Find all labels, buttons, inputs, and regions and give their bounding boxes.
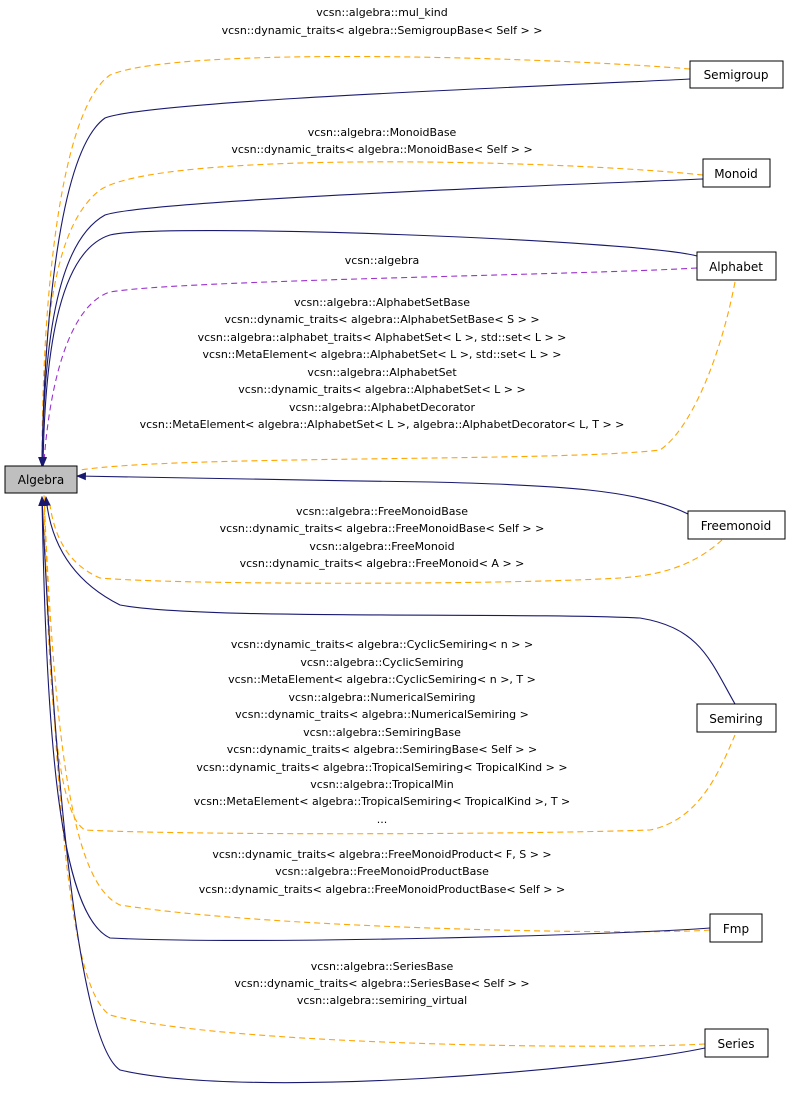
edge-alphabet-inherit [39, 229, 698, 467]
label-line: vcsn::dynamic_traits< algebra::AlphabetS… [224, 313, 539, 326]
label-line: vcsn::algebra::SemiringBase [303, 726, 461, 739]
label-semigroup: vcsn::algebra::mul_kind vcsn::dynamic_tr… [222, 6, 543, 37]
label-alphabet-namespace: vcsn::algebra [345, 254, 419, 267]
label-line: vcsn::dynamic_traits< algebra::SeriesBas… [234, 977, 529, 990]
label-freemonoid: vcsn::algebra::FreeMonoidBase vcsn::dyna… [220, 505, 545, 570]
node-fmp[interactable]: Fmp [709, 913, 763, 943]
label-semiring: vcsn::dynamic_traits< algebra::CyclicSem… [194, 638, 571, 826]
node-alphabet[interactable]: Alphabet [696, 251, 777, 281]
label-line: vcsn::MetaElement< algebra::CyclicSemiri… [228, 673, 536, 686]
edge-semigroup-template [41, 55, 691, 463]
label-line: vcsn::MetaElement< algebra::AlphabetSet<… [140, 418, 625, 431]
edge-monoid-template [41, 161, 704, 463]
node-algebra[interactable]: Algebra [4, 465, 78, 494]
node-monoid[interactable]: Monoid [702, 158, 771, 188]
label-line: vcsn::dynamic_traits< algebra::FreeMonoi… [199, 883, 565, 896]
edge-alphabet-namespace [43, 267, 698, 463]
edge-monoid-inherit [38, 178, 704, 467]
node-fmp-label: Fmp [723, 922, 749, 936]
node-series[interactable]: Series [704, 1028, 769, 1058]
node-freemonoid[interactable]: Freemonoid [687, 510, 786, 540]
label-line: vcsn::MetaElement< algebra::TropicalSemi… [194, 795, 571, 808]
node-freemonoid-label: Freemonoid [701, 519, 771, 533]
edge-series-inherit [38, 496, 706, 1084]
edge-freemonoid-inherit [76, 472, 689, 515]
label-line: vcsn::algebra [345, 254, 419, 267]
label-line: vcsn::dynamic_traits< algebra::TropicalS… [196, 761, 567, 774]
node-series-label: Series [718, 1037, 755, 1051]
label-line: vcsn::algebra::semiring_virtual [297, 994, 467, 1007]
node-algebra-label: Algebra [18, 473, 64, 487]
label-line: vcsn::algebra::MonoidBase [308, 126, 457, 139]
node-semigroup-label: Semigroup [704, 68, 769, 82]
label-line: vcsn::dynamic_traits< algebra::Semigroup… [222, 24, 543, 37]
label-line: vcsn::algebra::FreeMonoid [309, 540, 454, 553]
node-alphabet-label: Alphabet [709, 260, 763, 274]
node-semiring-label: Semiring [709, 712, 763, 726]
node-semigroup[interactable]: Semigroup [689, 60, 784, 89]
label-monoid: vcsn::algebra::MonoidBase vcsn::dynamic_… [231, 126, 532, 156]
edge-semigroup-inherit [38, 78, 691, 467]
label-line: vcsn::MetaElement< algebra::AlphabetSet<… [203, 348, 562, 361]
label-line: vcsn::algebra::TropicalMin [310, 778, 453, 791]
label-line: vcsn::dynamic_traits< algebra::SemiringB… [227, 743, 537, 756]
label-line: vcsn::algebra::AlphabetSet [307, 366, 457, 379]
label-alphabet: vcsn::algebra::AlphabetSetBase vcsn::dyn… [140, 296, 625, 431]
node-semiring[interactable]: Semiring [696, 703, 777, 733]
edge-fmp-inherit [38, 496, 711, 941]
label-line: vcsn::algebra::NumericalSemiring [288, 691, 475, 704]
label-line: vcsn::dynamic_traits< algebra::FreeMonoi… [220, 522, 545, 535]
edge-fmp-template [43, 494, 711, 933]
edge-series-template [43, 494, 706, 1047]
label-line: vcsn::dynamic_traits< algebra::Numerical… [235, 708, 529, 721]
label-fmp: vcsn::dynamic_traits< algebra::FreeMonoi… [199, 848, 565, 896]
label-line: vcsn::dynamic_traits< algebra::FreeMonoi… [240, 557, 525, 570]
label-line: vcsn::algebra::mul_kind [316, 6, 448, 19]
label-line: vcsn::algebra::AlphabetDecorator [289, 401, 476, 414]
label-line: vcsn::dynamic_traits< algebra::MonoidBas… [231, 143, 532, 156]
label-line: vcsn::algebra::FreeMonoidBase [296, 505, 468, 518]
label-line: vcsn::algebra::alphabet_traits< Alphabet… [198, 331, 567, 344]
edge-semiring-inherit [42, 496, 736, 705]
label-line: vcsn::dynamic_traits< algebra::AlphabetS… [238, 383, 525, 396]
label-series: vcsn::algebra::SeriesBase vcsn::dynamic_… [234, 960, 529, 1007]
label-line: vcsn::dynamic_traits< algebra::CyclicSem… [231, 638, 533, 651]
label-line: ... [377, 813, 388, 826]
edge-alphabet-template [79, 281, 736, 471]
label-line: vcsn::algebra::AlphabetSetBase [294, 296, 470, 309]
node-monoid-label: Monoid [714, 167, 758, 181]
label-line: vcsn::algebra::FreeMonoidProductBase [275, 865, 489, 878]
label-line: vcsn::dynamic_traits< algebra::FreeMonoi… [212, 848, 551, 861]
label-line: vcsn::algebra::SeriesBase [311, 960, 454, 973]
edge-freemonoid-template [49, 504, 723, 584]
label-line: vcsn::algebra::CyclicSemiring [300, 656, 463, 669]
